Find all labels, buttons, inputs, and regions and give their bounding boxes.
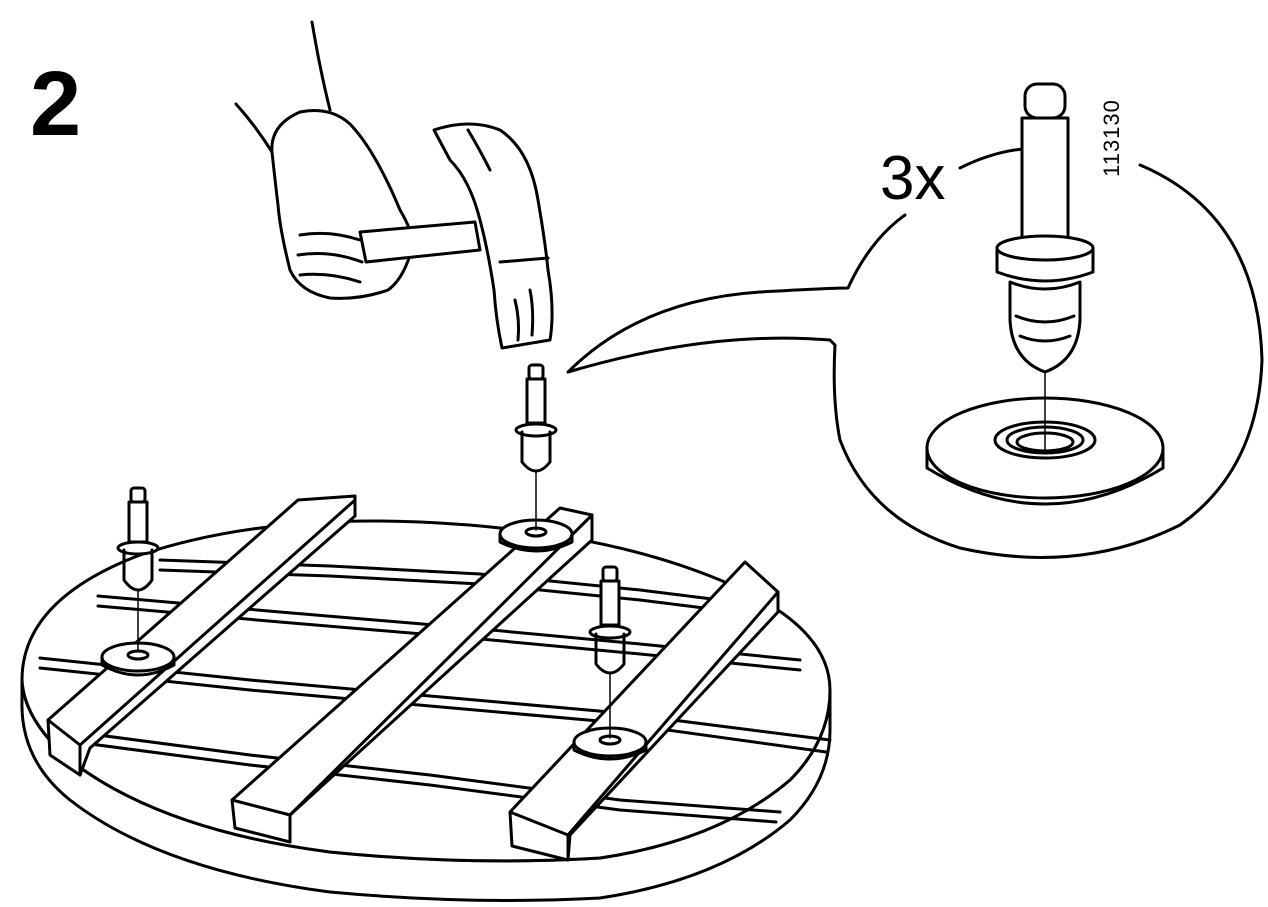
washer-icon bbox=[574, 728, 646, 759]
detail-callout bbox=[568, 84, 1262, 557]
batten-right bbox=[510, 562, 778, 860]
dowel-pin-icon bbox=[118, 488, 158, 652]
part-number-label: 113130 bbox=[1099, 99, 1124, 177]
hammer-icon bbox=[360, 124, 552, 348]
step-number: 2 bbox=[30, 53, 82, 155]
slat-gap-4b bbox=[60, 740, 776, 822]
round-tabletop bbox=[22, 521, 830, 900]
washer-icon bbox=[500, 520, 572, 551]
dowel-pin-icon bbox=[590, 567, 630, 738]
batten-center bbox=[232, 508, 592, 842]
batten-left bbox=[48, 496, 355, 775]
dowel-pin-icon bbox=[516, 365, 556, 530]
dowel-pin-icon bbox=[997, 84, 1093, 372]
slat-gap-4 bbox=[60, 730, 780, 812]
quantity-label: 3x bbox=[880, 144, 946, 213]
slat-gap-1 bbox=[40, 658, 830, 740]
slat-gap-1b bbox=[40, 668, 826, 752]
